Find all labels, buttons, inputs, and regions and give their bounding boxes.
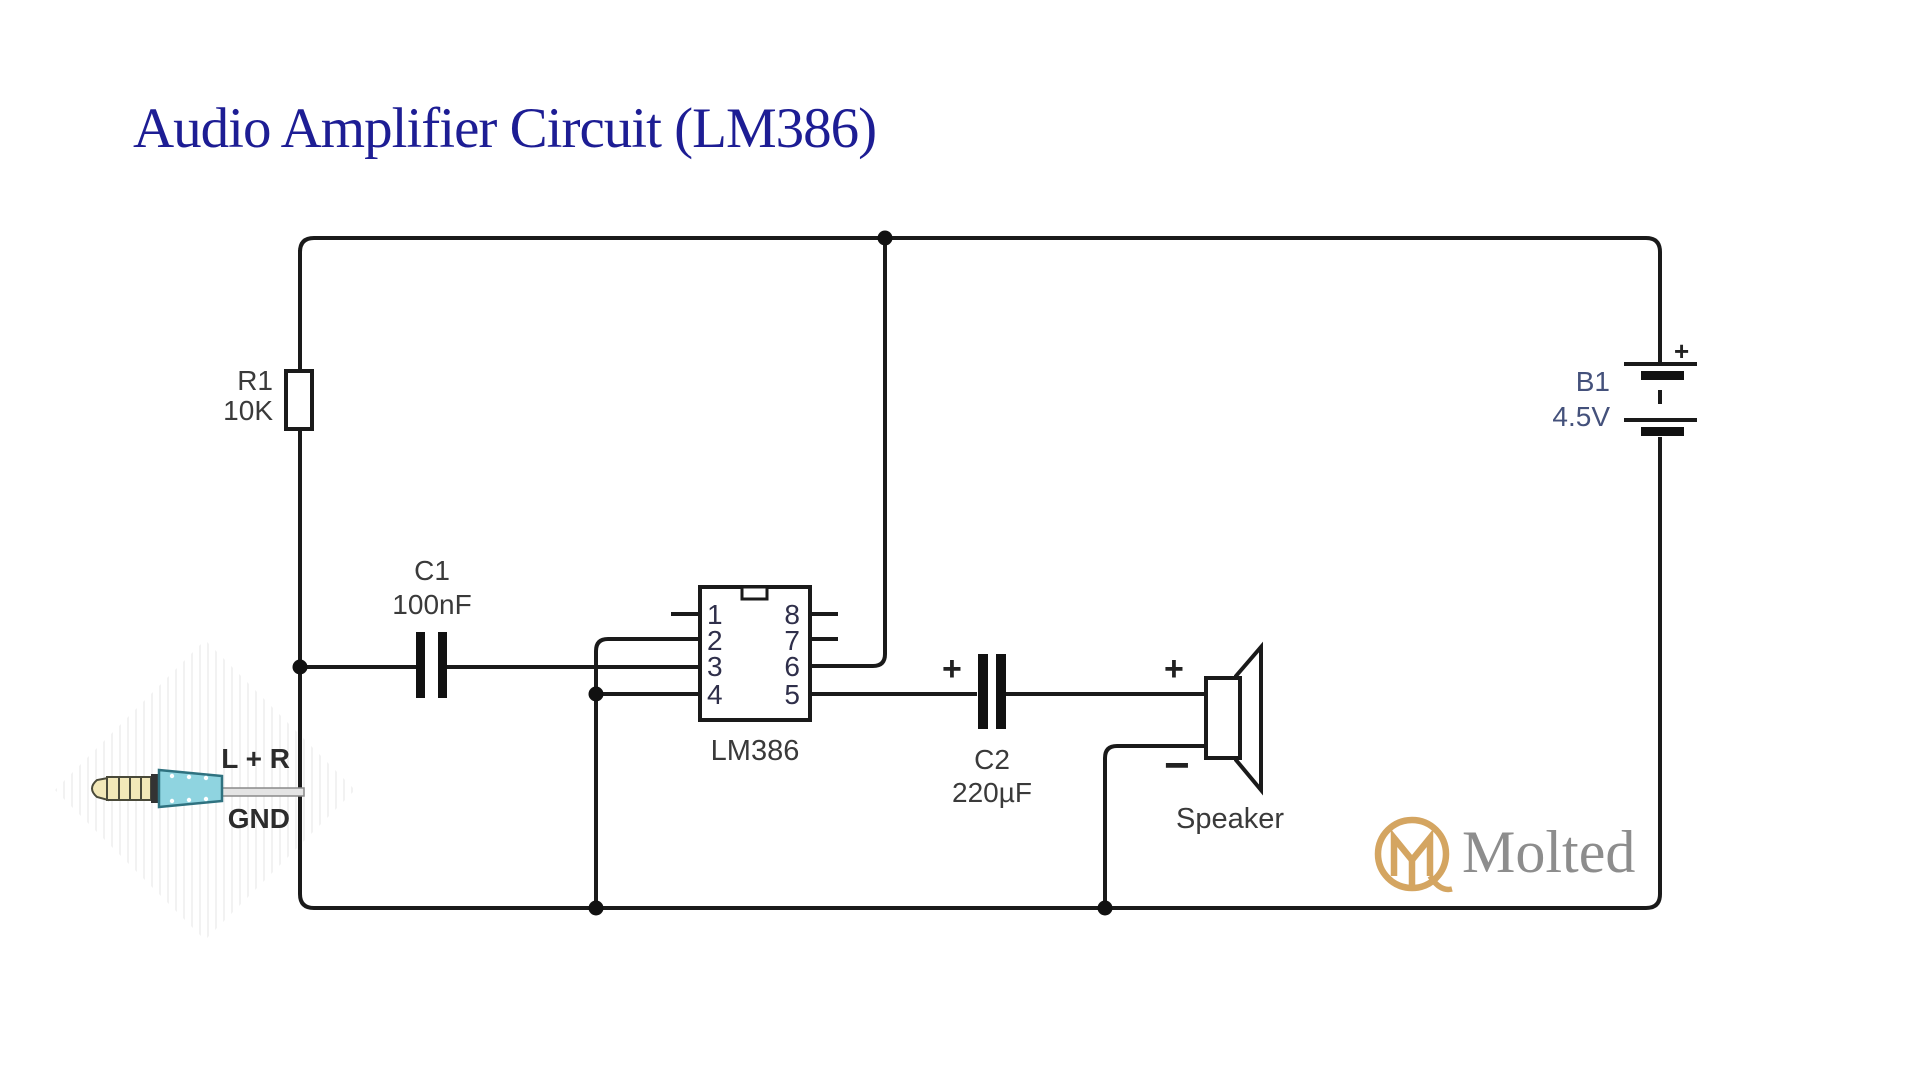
jack-body-highlights [169, 773, 209, 804]
molted-logo-text: Molted [1462, 819, 1636, 885]
capacitor-c1-value: 100nF [392, 589, 472, 620]
resistor-value: 10K [223, 395, 273, 426]
ic-pin-5: 5 [784, 679, 800, 710]
resistor-name: R1 [237, 365, 273, 396]
capacitor-c1-symbol [416, 632, 447, 698]
speaker-plus-sign: + [1164, 650, 1184, 688]
ic-name: LM386 [710, 735, 800, 767]
jack-ring [151, 774, 159, 803]
capacitor-c2-symbol [978, 654, 1006, 729]
page-title: Audio Amplifier Circuit (LM386) [133, 97, 877, 160]
junction-dots [292, 230, 1113, 916]
ic-pin-8: 8 [784, 599, 800, 630]
ic-pin-6: 6 [784, 651, 800, 682]
speaker-symbol [1204, 641, 1263, 796]
jack-cable [219, 787, 305, 797]
ic-lm386-symbol [698, 585, 812, 722]
battery-value: 4.5V [1552, 401, 1610, 432]
ic-pin-2: 2 [707, 625, 723, 656]
capacitor-c1-name: C1 [414, 555, 450, 586]
molted-logo-monogram [1374, 816, 1453, 893]
ic-pin-3: 3 [707, 651, 723, 682]
ic-pin-7: 7 [784, 625, 800, 656]
capacitor-c2-name: C2 [974, 744, 1010, 775]
wire-top-rail [298, 236, 1662, 362]
battery-plus-sign: + [1674, 336, 1690, 366]
jack-signal-label: L + R [221, 743, 290, 774]
speaker-minus-sign: − [1164, 741, 1190, 790]
ic-pin-4: 4 [707, 679, 723, 710]
ic-pin-1: 1 [707, 599, 723, 630]
wire-speaker-return [1103, 744, 1206, 906]
resistor-symbol [284, 369, 314, 431]
jack-ground-label: GND [227, 803, 290, 834]
battery-symbol [1624, 362, 1697, 436]
jack-tip [91, 776, 109, 802]
wire-pin2 [594, 637, 702, 652]
capacitor-c2-plus-sign: + [942, 650, 962, 688]
wire-ground-loop [298, 250, 1662, 910]
capacitor-c2-value: 220µF [952, 777, 1032, 808]
wire-pin6-to-vcc [810, 240, 887, 668]
ic-notch [740, 585, 769, 601]
audio-jack-illustration [91, 768, 305, 809]
speaker-driver [1204, 676, 1242, 760]
battery-name: B1 [1575, 366, 1610, 397]
speaker-label: Speaker [1175, 803, 1284, 835]
